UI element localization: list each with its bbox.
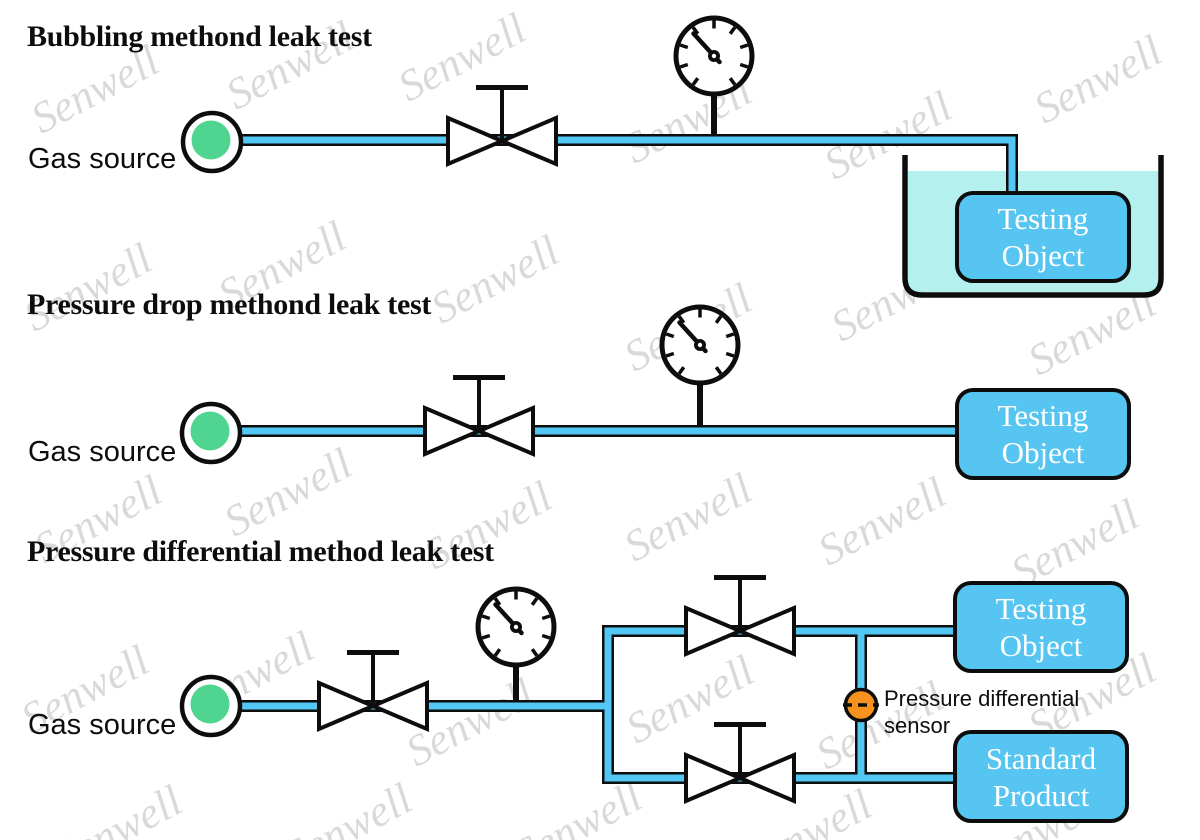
box-label-line: Testing	[997, 201, 1089, 236]
testing-object-box: Testing Object	[953, 581, 1129, 673]
standard-product-box: Standard Product	[953, 730, 1129, 823]
testing-object-box: Testing Object	[955, 388, 1131, 480]
valve-icon	[425, 378, 533, 455]
box-label-line: Object	[1001, 435, 1085, 470]
pressure-gauge-icon	[478, 589, 554, 665]
gas-source-label: Gas source	[28, 436, 177, 468]
valve-icon	[686, 725, 794, 802]
section3-title: Pressure differential method leak test	[27, 535, 494, 568]
sensor-label-line: sensor	[884, 713, 951, 738]
gas-source-icon	[182, 404, 240, 462]
pressure-differential-sensor-icon	[843, 687, 879, 723]
section1-title: Bubbling methond leak test	[27, 20, 372, 53]
gas-source-icon	[182, 677, 240, 735]
gas-source-icon	[183, 113, 241, 171]
sensor-label-line: Pressure differential	[884, 686, 1080, 711]
box-label-line: Standard	[985, 740, 1097, 776]
pipe-run-1	[241, 91, 1018, 198]
box-label-line: Testing	[995, 591, 1087, 626]
box-label-line: Object	[999, 628, 1083, 663]
box-label-line: Product	[992, 777, 1090, 813]
gas-source-label: Gas source	[28, 709, 177, 741]
box-label-line: Object	[1001, 238, 1085, 273]
pressure-gauge-icon	[662, 307, 738, 383]
box-label-line: Testing	[997, 398, 1089, 433]
pipe-run-2	[241, 380, 960, 437]
tank-walls	[902, 155, 1164, 298]
sensor-label: Pressure differential sensor	[884, 685, 1079, 739]
valve-icon	[448, 88, 556, 165]
valve-icon	[686, 578, 794, 655]
gas-source-label: Gas source	[28, 143, 177, 175]
valve-icon	[319, 653, 427, 730]
pressure-differential-schematic	[182, 578, 958, 802]
pressure-drop-schematic	[182, 307, 960, 462]
pressure-gauge-icon	[676, 18, 752, 94]
section2-title: Pressure drop methond leak test	[27, 288, 432, 321]
testing-object-box: Testing Object	[955, 191, 1131, 283]
